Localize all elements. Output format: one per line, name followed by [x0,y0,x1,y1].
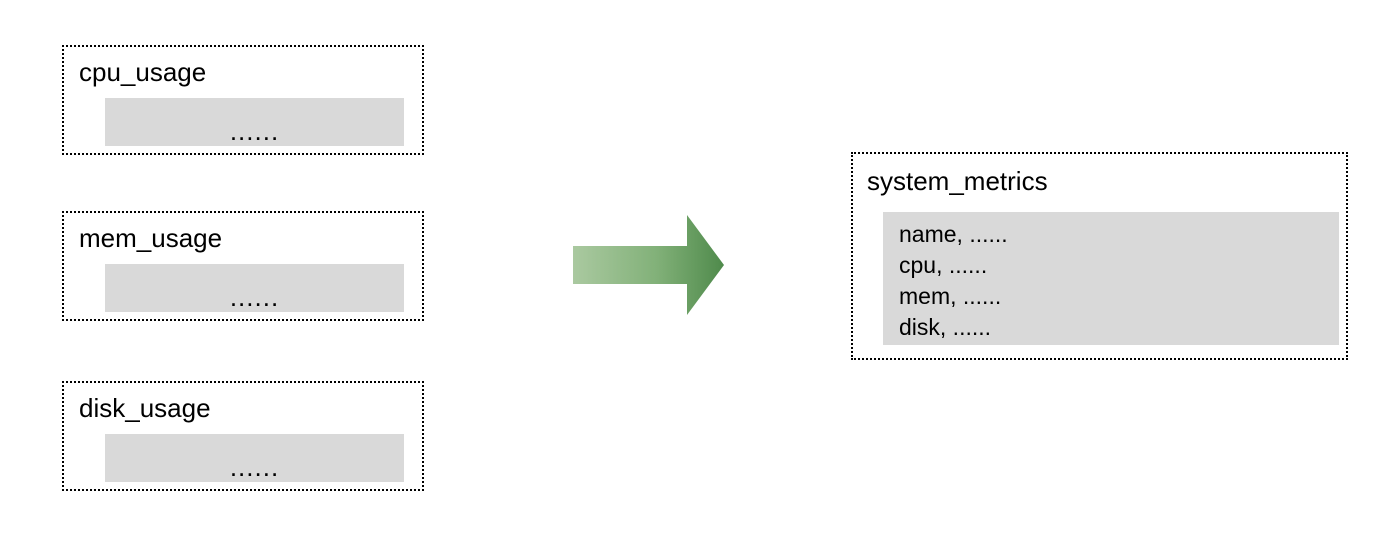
target-field-row: mem, ...... [899,283,1002,309]
source-table-ellipsis: ...... [229,116,280,146]
target-table-body-panel: name, ...... cpu, ...... mem, ...... dis… [883,212,1339,345]
target-field-row: cpu, ...... [899,252,988,278]
source-table-title: mem_usage [79,223,223,253]
source-table-disk-usage[interactable]: disk_usage ...... [62,381,424,491]
source-table-title: disk_usage [79,393,211,423]
source-table-body-panel: ...... [105,98,404,146]
source-table-body-panel: ...... [105,264,404,312]
source-table-ellipsis: ...... [229,282,280,312]
right-arrow-icon [573,215,724,315]
source-table-ellipsis: ...... [229,452,280,482]
source-table-cpu-usage[interactable]: cpu_usage ...... [62,45,424,155]
target-table-title: system_metrics [867,166,1048,196]
target-field-row: name, ...... [899,221,1008,247]
flow-arrow [572,214,726,316]
target-table-system-metrics[interactable]: system_metrics name, ...... cpu, ...... … [851,152,1348,360]
source-table-body-panel: ...... [105,434,404,482]
source-table-mem-usage[interactable]: mem_usage ...... [62,211,424,321]
target-field-row: disk, ...... [899,314,992,340]
source-table-title: cpu_usage [79,57,207,87]
